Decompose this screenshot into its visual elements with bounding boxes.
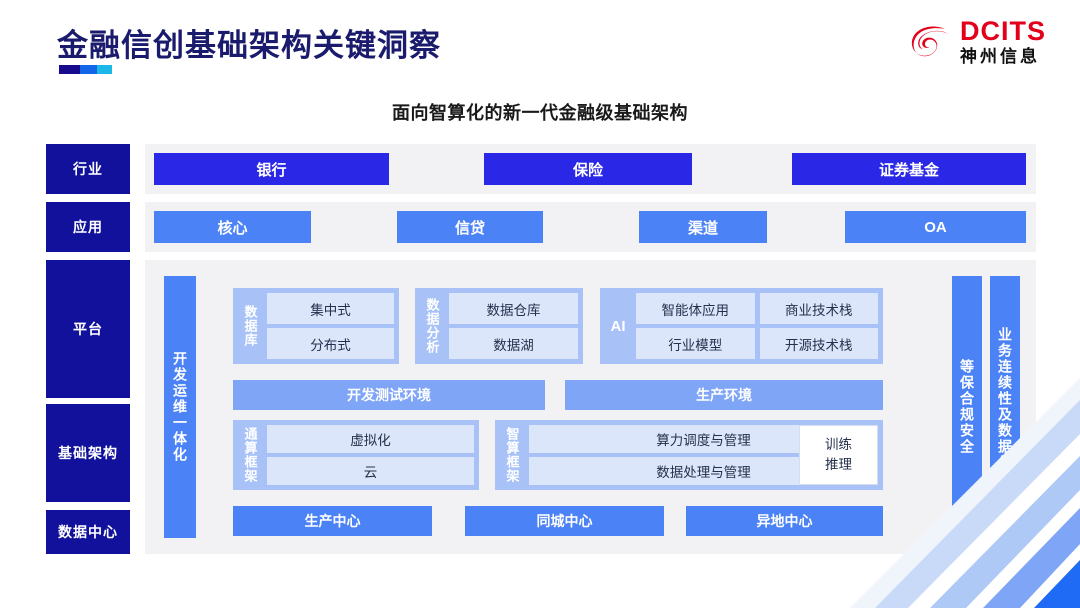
company-logo: DCITS 神州信息 bbox=[908, 18, 1046, 65]
group-label-general-computing: 通算框架 bbox=[242, 427, 258, 483]
train-inference-box[interactable]: 训练 推理 bbox=[799, 425, 878, 485]
application-chip-credit[interactable]: 信贷 bbox=[397, 211, 543, 243]
industry-panel: 银行 保险 证券基金 bbox=[145, 144, 1036, 194]
industry-chip-securities[interactable]: 证券基金 bbox=[792, 153, 1026, 185]
compliance-security-bar[interactable]: 等保合规安全 bbox=[952, 276, 982, 538]
application-panel: 核心 信贷 渠道 OA bbox=[145, 202, 1036, 252]
subtitle: 面向智算化的新一代金融级基础架构 bbox=[392, 103, 688, 123]
env-bar-production[interactable]: 生产环境 bbox=[565, 380, 883, 410]
datacenter-production[interactable]: 生产中心 bbox=[233, 506, 432, 536]
logo-text-en: DCITS bbox=[960, 16, 1046, 46]
accent-segment-3 bbox=[97, 65, 112, 74]
cell-agent-application[interactable]: 智能体应用 bbox=[636, 293, 755, 324]
cell-industry-model[interactable]: 行业模型 bbox=[636, 328, 755, 359]
group-ai[interactable]: AI 智能体应用 商业技术栈 行业模型 开源技术栈 bbox=[600, 288, 883, 364]
cell-commercial-stack[interactable]: 商业技术栈 bbox=[759, 293, 878, 324]
datacenter-remote[interactable]: 异地中心 bbox=[686, 506, 883, 536]
layer-label-application: 应用 bbox=[46, 202, 130, 252]
application-chip-oa[interactable]: OA bbox=[845, 211, 1026, 243]
inference-label: 推理 bbox=[825, 457, 852, 472]
application-chip-channel[interactable]: 渠道 bbox=[639, 211, 767, 243]
industry-chip-bank[interactable]: 银行 bbox=[154, 153, 389, 185]
industry-chip-insurance[interactable]: 保险 bbox=[484, 153, 692, 185]
group-general-computing-framework[interactable]: 通算框架 虚拟化 云 bbox=[233, 420, 479, 490]
cell-centralized[interactable]: 集中式 bbox=[267, 293, 394, 324]
platform-panel: 开发运维一体化 等保合规安全 业务连续性及数据保护 数据库 集中式 分布式 数据… bbox=[145, 260, 1036, 554]
group-label-intelligent-computing: 智算框架 bbox=[504, 427, 520, 483]
accent-segment-2 bbox=[80, 65, 98, 74]
layer-label-industry: 行业 bbox=[46, 144, 130, 194]
layer-label-column: 行业 应用 平台 基础架构 数据中心 bbox=[46, 142, 130, 566]
cell-virtualization[interactable]: 虚拟化 bbox=[267, 425, 474, 453]
application-chip-core[interactable]: 核心 bbox=[154, 211, 311, 243]
architecture-diagram: 行业 应用 平台 基础架构 数据中心 银行 保险 证券基金 核心 信贷 渠道 O… bbox=[46, 142, 1036, 566]
cell-distributed[interactable]: 分布式 bbox=[267, 328, 394, 359]
cell-data-warehouse[interactable]: 数据仓库 bbox=[449, 293, 578, 324]
devops-vertical-bar[interactable]: 开发运维一体化 bbox=[164, 276, 196, 538]
group-label-database: 数据库 bbox=[242, 305, 258, 347]
cell-opensource-stack[interactable]: 开源技术栈 bbox=[759, 328, 878, 359]
accent-segment-1 bbox=[59, 65, 81, 74]
cell-data-lake[interactable]: 数据湖 bbox=[449, 328, 578, 359]
env-bar-dev-test[interactable]: 开发测试环境 bbox=[233, 380, 545, 410]
page-title: 金融信创基础架构关键洞察 bbox=[57, 28, 441, 63]
group-data-analysis[interactable]: 数据分析 数据仓库 数据湖 bbox=[415, 288, 583, 364]
cell-cloud[interactable]: 云 bbox=[267, 457, 474, 485]
layer-label-infrastructure: 基础架构 bbox=[46, 404, 130, 502]
page-header: 金融信创基础架构关键洞察 DCITS 神州信息 bbox=[0, 0, 1080, 92]
title-accent-bar bbox=[59, 65, 112, 74]
dcits-swirl-icon bbox=[908, 20, 952, 64]
train-label: 训练 bbox=[825, 437, 852, 453]
datacenter-metro[interactable]: 同城中心 bbox=[465, 506, 664, 536]
logo-text-cn: 神州信息 bbox=[960, 47, 1040, 66]
group-database[interactable]: 数据库 集中式 分布式 bbox=[233, 288, 399, 364]
group-label-data-analysis: 数据分析 bbox=[424, 298, 440, 354]
business-continuity-bar[interactable]: 业务连续性及数据保护 bbox=[990, 276, 1020, 538]
layer-label-platform: 平台 bbox=[46, 260, 130, 398]
group-label-ai: AI bbox=[610, 317, 626, 335]
layer-label-datacenter: 数据中心 bbox=[46, 510, 130, 554]
